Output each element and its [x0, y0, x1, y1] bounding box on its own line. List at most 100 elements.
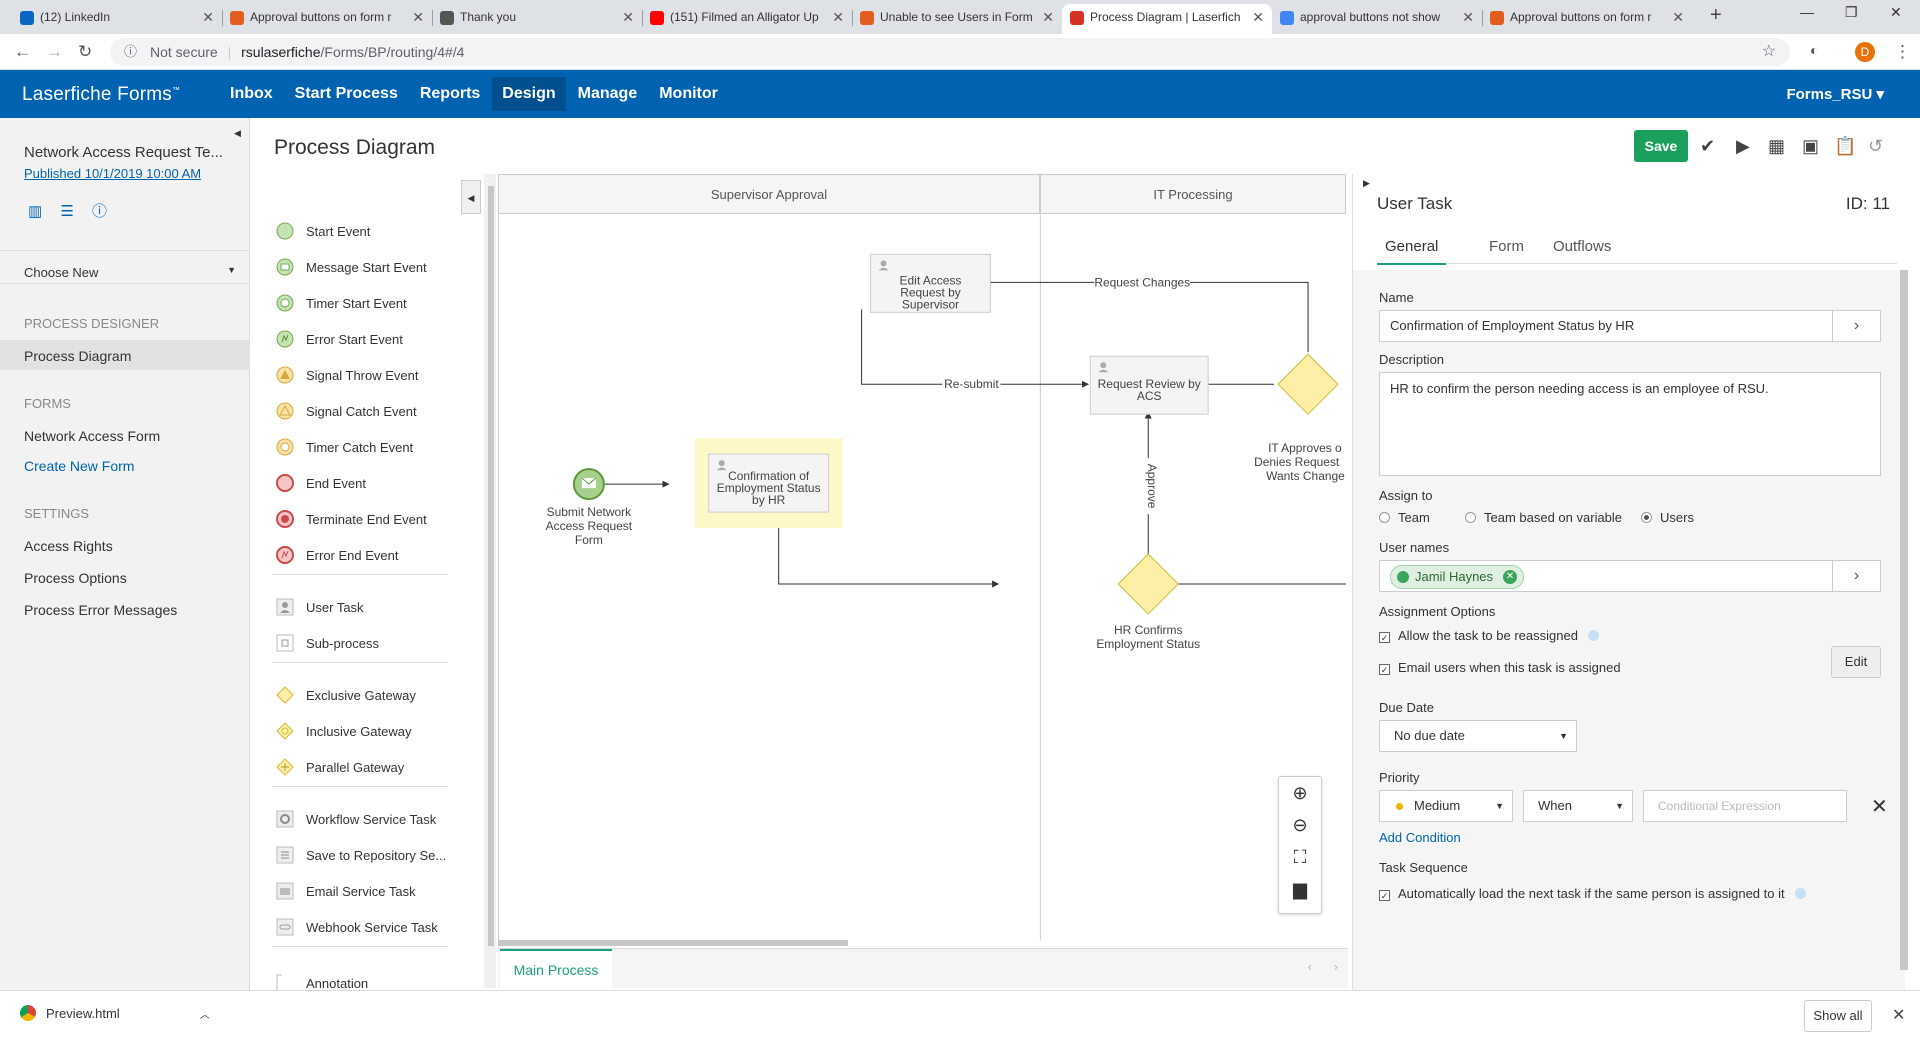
gateway-it-approves[interactable]: IT Approves o Denies Request Wants Chang…: [1254, 353, 1345, 483]
bookmark-star-icon[interactable]: ☆: [1761, 43, 1776, 60]
edge-request-changes[interactable]: [983, 278, 1309, 353]
collapse-sidebar-icon[interactable]: ◀: [234, 128, 241, 138]
tab-outflows[interactable]: Outflows: [1553, 238, 1612, 255]
bar-chart-icon[interactable]: ▥: [28, 203, 43, 220]
account-menu[interactable]: Forms_RSU ▾: [1786, 86, 1884, 103]
when-select[interactable]: When▼: [1523, 790, 1633, 822]
auto-load-checkbox[interactable]: ✓Automatically load the next task if the…: [1379, 886, 1806, 901]
conditional-expression-input[interactable]: Conditional Expression: [1643, 790, 1847, 822]
fit-to-screen-icon[interactable]: ⛶: [1293, 847, 1307, 867]
info-icon[interactable]: ⓘ: [91, 203, 107, 220]
nav-design[interactable]: Design: [492, 77, 566, 111]
description-field[interactable]: HR to confirm the person needing access …: [1379, 372, 1881, 476]
chevron-right-icon[interactable]: ›: [1832, 561, 1880, 591]
show-all-button[interactable]: Show all: [1804, 1000, 1872, 1032]
tab-general[interactable]: General: [1377, 238, 1447, 265]
expand-panel-icon[interactable]: ▶: [1363, 178, 1370, 188]
browser-tab[interactable]: Approval buttons on form r✕: [1482, 4, 1692, 34]
back-icon[interactable]: ←: [14, 42, 31, 61]
browser-tab[interactable]: Approval buttons on form r✕: [222, 4, 432, 34]
zoom-in-icon[interactable]: ⊕: [1292, 783, 1308, 803]
sidebar-item-process-options[interactable]: Process Options: [24, 570, 127, 586]
due-date-select[interactable]: No due date▼: [1379, 720, 1577, 752]
undo-icon[interactable]: ↺: [1868, 136, 1884, 156]
grid-icon[interactable]: ▦: [1768, 136, 1786, 156]
canvas-scroll-thumb[interactable]: [488, 186, 494, 946]
browser-tab[interactable]: Thank you✕: [432, 4, 642, 34]
url-field[interactable]: ⓘ Not secure | rsulaserfiche/Forms/BP/ro…: [110, 38, 1790, 66]
choose-new-dropdown[interactable]: Choose New▼: [0, 250, 250, 284]
close-icon[interactable]: ✕: [412, 9, 424, 25]
reload-icon[interactable]: ↻: [78, 42, 93, 61]
minimize-icon[interactable]: —: [1800, 4, 1814, 20]
edit-email-button[interactable]: Edit: [1831, 646, 1881, 678]
tab-main-process[interactable]: Main Process: [500, 949, 612, 989]
close-icon[interactable]: ✕: [622, 9, 634, 25]
nav-inbox[interactable]: Inbox: [230, 85, 273, 102]
tab-scroll-left-icon[interactable]: ‹: [1307, 959, 1312, 974]
info-icon[interactable]: ⓘ: [124, 44, 138, 59]
profile-avatar[interactable]: D: [1855, 42, 1875, 62]
browser-tab[interactable]: Unable to see Users in Form✕: [852, 4, 1062, 34]
clipboard-icon[interactable]: 📋: [1834, 136, 1857, 156]
new-tab-button[interactable]: +: [1710, 4, 1722, 26]
add-condition-link[interactable]: Add Condition: [1379, 830, 1461, 845]
minimap-icon[interactable]: ▆: [1293, 879, 1307, 899]
start-event-node[interactable]: Submit Network Access Request Form: [546, 468, 633, 547]
app-logo[interactable]: Laserfiche Forms™: [22, 84, 181, 105]
tab-form[interactable]: Form: [1489, 238, 1524, 255]
validate-check-icon[interactable]: ✔: [1700, 136, 1716, 156]
radio-team[interactable]: Team: [1379, 510, 1430, 525]
canvas-horizontal-scrollbar[interactable]: [498, 940, 848, 946]
nav-reports[interactable]: Reports: [419, 85, 481, 102]
close-download-bar-icon[interactable]: ✕: [1892, 1007, 1906, 1024]
sidebar-item-process-error-messages[interactable]: Process Error Messages: [24, 602, 178, 618]
close-icon[interactable]: ✕: [202, 9, 214, 25]
sidebar-item-access-rights[interactable]: Access Rights: [24, 538, 113, 554]
close-icon[interactable]: ✕: [1672, 9, 1684, 25]
nav-manage[interactable]: Manage: [577, 85, 638, 102]
email-users-checkbox[interactable]: ✓Email users when this task is assigned: [1379, 660, 1621, 675]
browser-tab[interactable]: (151) Filmed an Alligator Up✕: [642, 4, 852, 34]
nav-start-process[interactable]: Start Process: [294, 85, 398, 102]
forward-icon[interactable]: →: [46, 42, 63, 61]
remove-condition-icon[interactable]: ✕: [1871, 796, 1888, 818]
save-button[interactable]: Save: [1634, 130, 1688, 162]
chevron-right-icon[interactable]: ›: [1832, 311, 1880, 341]
more-menu-icon[interactable]: ⋮: [1894, 42, 1911, 61]
run-play-icon[interactable]: ▶: [1736, 136, 1750, 156]
tab-scroll-right-icon[interactable]: ›: [1333, 959, 1338, 974]
sidebar-item-network-access-form[interactable]: Network Access Form: [24, 428, 161, 444]
task-edit-access-request[interactable]: Edit Access Request by Supervisor: [870, 253, 991, 313]
extension-icon[interactable]: ◐: [1810, 42, 1819, 58]
close-icon[interactable]: ✕: [1252, 9, 1264, 25]
panel-scrollbar[interactable]: [1900, 270, 1908, 970]
radio-users[interactable]: Users: [1641, 510, 1694, 525]
published-link[interactable]: Published 10/1/2019 10:00 AM: [24, 166, 202, 181]
task-confirmation-employment-status[interactable]: Confirmation of Employment Status by HR: [694, 438, 843, 529]
allow-reassign-checkbox[interactable]: ✓Allow the task to be reassigned: [1379, 628, 1599, 643]
sidebar-item-create-new-form[interactable]: Create New Form: [24, 458, 135, 474]
collapse-toolbox-icon[interactable]: ◀: [461, 180, 481, 214]
maximize-icon[interactable]: ❐: [1845, 4, 1858, 20]
lane-supervisor-approval[interactable]: Supervisor Approval: [498, 174, 1040, 214]
lane-it-processing[interactable]: IT Processing: [1040, 174, 1346, 214]
task-request-review-acs[interactable]: Request Review by ACS: [1089, 355, 1209, 415]
close-icon[interactable]: ✕: [1462, 9, 1474, 25]
radio-team-variable[interactable]: Team based on variable: [1465, 510, 1622, 525]
browser-tab[interactable]: approval buttons not show✕: [1272, 4, 1482, 34]
download-item[interactable]: Preview.html︿: [20, 1005, 210, 1021]
zoom-out-icon[interactable]: ⊖: [1292, 815, 1308, 835]
chevron-up-icon[interactable]: ︿: [199, 1010, 210, 1021]
browser-tab[interactable]: (12) LinkedIn✕: [12, 4, 222, 34]
sidebar-item-process-diagram[interactable]: Process Diagram: [24, 348, 132, 364]
close-icon[interactable]: ✕: [832, 9, 844, 25]
name-field[interactable]: Confirmation of Employment Status by HR›: [1379, 310, 1881, 342]
process-diagram-canvas[interactable]: Request Changes Re-submit Approve Submit…: [498, 214, 1346, 940]
browser-tab-active[interactable]: Process Diagram | Laserfich✕: [1062, 4, 1272, 34]
close-window-icon[interactable]: ✕: [1890, 4, 1902, 20]
priority-select[interactable]: Medium▼: [1379, 790, 1513, 822]
help-icon[interactable]: [1794, 888, 1806, 899]
nav-monitor[interactable]: Monitor: [659, 85, 718, 102]
close-icon[interactable]: ✕: [1042, 9, 1054, 25]
